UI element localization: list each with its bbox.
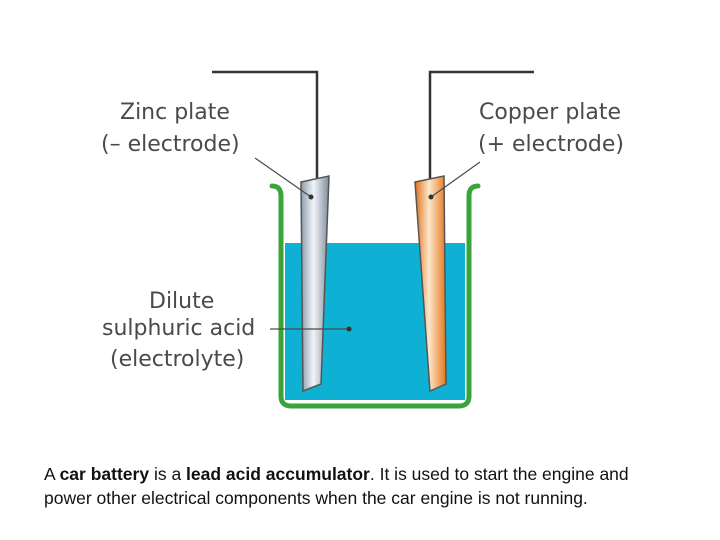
caption-term-accumulator: lead acid accumulator (186, 463, 370, 484)
zinc-leader (254, 157, 312, 198)
copper-plate-label: Copper plate (479, 100, 622, 125)
copper-wire (428, 70, 534, 180)
copper-plate (414, 175, 447, 393)
beaker (269, 183, 481, 409)
caption-text: . It is used to start the engine and pow… (44, 463, 629, 508)
caption-text: A (44, 463, 60, 484)
zinc-wire (212, 70, 319, 180)
electrolyte-label-line1: Dilute (149, 289, 215, 314)
copper-electrode-label: (+ electrode) (478, 132, 625, 157)
zinc-plate-label: Zinc plate (120, 100, 230, 125)
electrochemical-cell-diagram (212, 70, 534, 409)
acid-leader-dot (346, 326, 352, 332)
caption: A car battery is a lead acid accumulator… (44, 462, 674, 510)
zinc-leader-dot (308, 194, 314, 200)
copper-leader (430, 161, 481, 198)
caption-text: is a (149, 463, 187, 484)
electrolyte-label-line3: (electrolyte) (110, 347, 245, 372)
copper-leader-dot (428, 194, 434, 200)
electrolyte-label-line2: sulphuric acid (102, 316, 256, 341)
zinc-electrode-label: (– electrode) (101, 132, 240, 157)
zinc-plate (300, 175, 330, 393)
caption-term-car-battery: car battery (59, 463, 150, 484)
